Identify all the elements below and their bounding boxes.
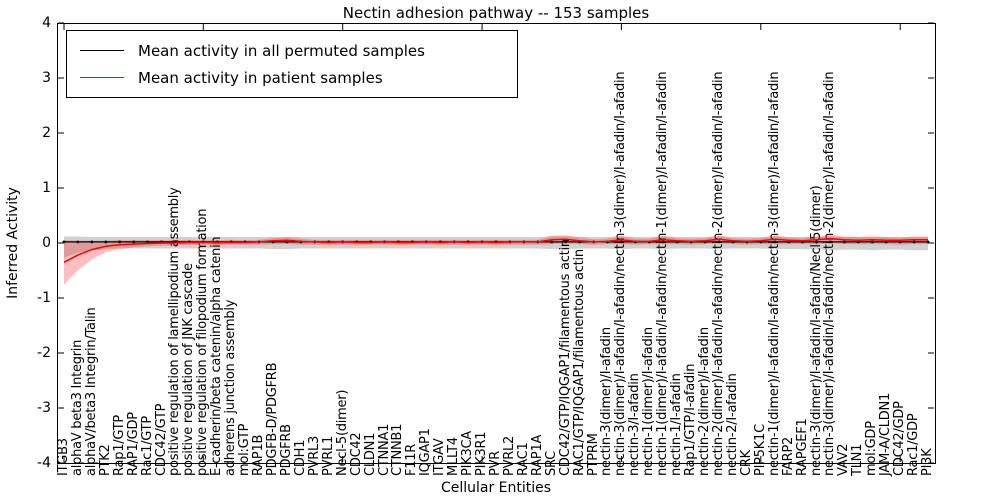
x-tick-label: CLDN1: [362, 432, 378, 476]
x-tick-label: Rap1/GTP: [111, 414, 127, 476]
chart-title: Nectin adhesion pathway -- 153 samples: [342, 4, 650, 22]
legend-entry-permuted: Mean activity in all permuted samples: [67, 37, 517, 64]
x-tick-label: nectin-2(dimer)/I-afadin/I-afadin/nectin…: [710, 71, 726, 476]
x-tick-label: PVRL1: [320, 435, 336, 476]
legend-label-permuted: Mean activity in all permuted samples: [138, 41, 425, 60]
x-tick-label: PDGFRB: [278, 424, 294, 476]
x-tick-label: SRC: [543, 451, 559, 476]
x-tick-label: FARP2: [780, 436, 796, 476]
x-tick-label: PVRL3: [306, 435, 322, 476]
y-tick-label: 0: [42, 235, 51, 251]
x-tick-label: RAP1/GDP: [125, 412, 141, 476]
y-tick-label: -3: [37, 400, 51, 416]
x-tick-label: Rap1/GTP/I-afadin: [683, 363, 699, 476]
x-tick-label: PI3K: [920, 448, 936, 476]
x-tick-label: RAPGEF1: [794, 418, 810, 476]
x-tick-label: PVR: [488, 450, 503, 476]
x-tick-label: PDGFB-D/PDGFRB: [265, 362, 281, 476]
x-tick-label: PTK2: [97, 444, 113, 476]
y-tick-label: 1: [42, 180, 51, 196]
x-tick-label: CDC42/GTP/IQGAP1/filamentous actin: [557, 239, 573, 476]
legend-entry-patient: Mean activity in patient samples: [67, 64, 517, 91]
y-tick-label: 4: [42, 15, 51, 31]
y-tick-label: -4: [37, 455, 51, 471]
legend: Mean activity in all permuted samples Me…: [66, 30, 518, 98]
x-tick-label: ITGB3: [55, 438, 71, 476]
x-tick-label: alphaV/beta3 Integrin/Talin: [83, 307, 99, 477]
y-tick-label: -2: [37, 345, 51, 361]
x-axis-label: Cellular Entities: [440, 480, 552, 496]
x-tick-label: RAC1: [515, 442, 531, 476]
x-tick-label: Rac1/GTP: [139, 416, 155, 476]
x-tick-label: nectin-3(dimer)/I-afadin/I-afadin/nectin…: [822, 71, 838, 476]
x-tick-label: Rac1/GDP: [906, 413, 922, 476]
x-tick-label: alphaV beta3 Integrin: [69, 339, 85, 476]
x-tick-label: nectin-2/I-afadin: [724, 373, 740, 476]
x-tick-label: nectin-1(dimer)/I-afadin/I-afadin/nectin…: [766, 71, 782, 476]
legend-line-patient-swatch: [80, 77, 124, 78]
legend-label-patient: Mean activity in patient samples: [138, 68, 383, 87]
legend-line-permuted-swatch: [80, 50, 124, 51]
x-tick-label: Necl-5(dimer): [334, 389, 350, 476]
x-tick-label: RAP1A: [529, 434, 545, 476]
x-tick-label: PVRL2: [501, 435, 517, 476]
x-tick-label: CRK: [738, 450, 754, 476]
x-tick-label: RAC1/GTP/IQGAP1/filamentous actin: [571, 249, 587, 476]
x-tick-label: PIP5K1C: [752, 424, 768, 476]
y-tick-label: 3: [42, 70, 51, 86]
x-tick-label: CDC42: [348, 432, 364, 476]
x-tick-label: RAP1B: [251, 434, 267, 476]
y-tick-label: -1: [37, 290, 51, 306]
x-tick-label: PIK3R1: [474, 431, 490, 476]
x-tick-label: nectin-2(dimer)/I-afadin: [697, 327, 713, 476]
x-tick-label: CDH1: [292, 439, 308, 476]
y-tick-label: 2: [42, 125, 51, 141]
